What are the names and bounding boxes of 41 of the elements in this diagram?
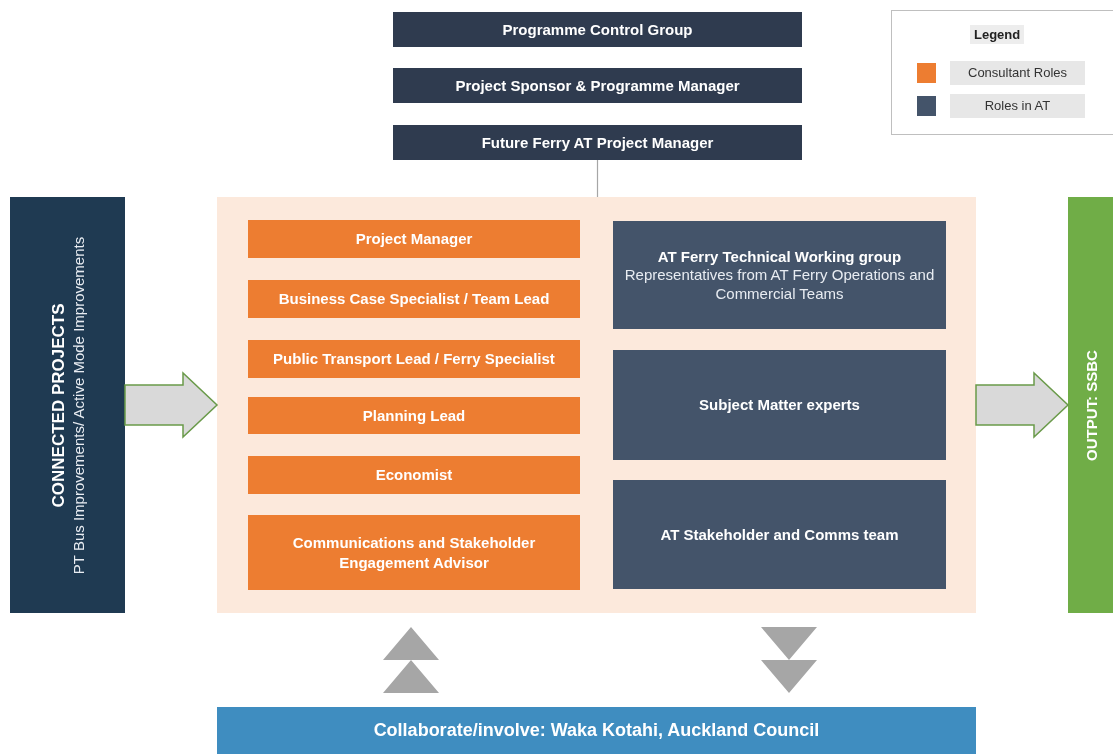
role-title: AT Stakeholder and Comms team (659, 524, 900, 545)
legend-text: Roles in AT (950, 94, 1085, 118)
collaboration-bar (217, 707, 976, 754)
consultant-role-box (248, 220, 580, 258)
role-title: Project Manager (354, 229, 474, 249)
role-title: Business Case Specialist / Team Lead (277, 289, 551, 309)
role-title: Collaborate/involve: Waka Kotahi, Auckland Council (372, 718, 821, 742)
role-box (393, 68, 802, 103)
role-title: Programme Control Group (501, 19, 694, 40)
role-title: Future Ferry AT Project Manager (480, 132, 715, 153)
legend-title: Legend (970, 25, 1025, 44)
output-bar (1068, 197, 1113, 613)
consultant-role-box (248, 456, 580, 494)
role-title: OUTPUT: SSBC (1080, 348, 1100, 463)
role-box (393, 12, 802, 47)
consultant-role-box (248, 397, 580, 434)
role-title: Planning Lead (361, 405, 467, 426)
role-title: CONNECTED PROJECTS (47, 302, 69, 509)
role-description: PT Bus Improvements/ Active Mode Improvements (69, 235, 88, 576)
legend-text: Consultant Roles (950, 61, 1085, 85)
connector-line (596, 159, 599, 198)
block-arrow (975, 371, 1070, 439)
at-role-box (613, 221, 946, 329)
at-role-box (613, 480, 946, 589)
consultant-role-box (248, 340, 580, 378)
role-description: Representatives from AT Ferry Operations and Commercial Teams (623, 266, 936, 304)
double-chevron-arrow (761, 627, 817, 693)
role-title: Economist (374, 465, 454, 485)
role-title: Project Sponsor & Programme Manager (454, 75, 741, 96)
block-arrow (124, 371, 219, 439)
role-title: Subject Matter experts (698, 395, 861, 415)
team-panel (217, 197, 976, 613)
at-role-box (613, 350, 946, 460)
role-title: AT Ferry Technical Working group (656, 246, 903, 266)
role-title: Communications and Stakeholder Engagement Advisor (291, 533, 537, 572)
connected-projects-bar (10, 197, 125, 613)
role-title: Public Transport Lead / Ferry Specialist (272, 349, 556, 369)
consultant-role-box (248, 515, 580, 590)
double-chevron-arrow (383, 627, 439, 693)
role-box (393, 125, 802, 160)
consultant-role-box (248, 280, 580, 318)
